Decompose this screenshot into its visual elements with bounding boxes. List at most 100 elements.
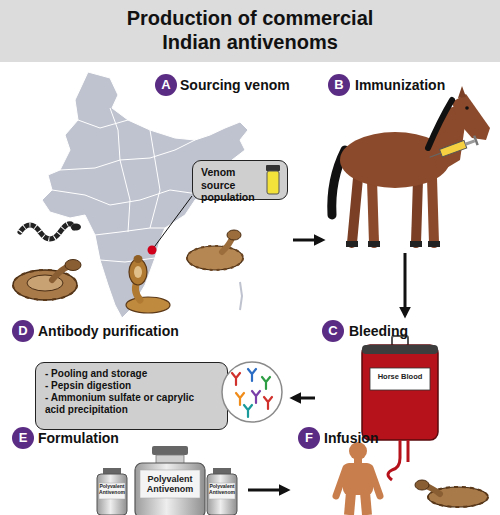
venom-vial (266, 165, 280, 194)
syringe-part-part (465, 139, 475, 145)
krait-snake (20, 224, 81, 240)
krait-snake-part (20, 224, 74, 239)
antibody-circle-part (244, 405, 252, 417)
krait-snake-part (20, 224, 74, 239)
horse-part (346, 241, 358, 247)
antibody-circle-part (222, 362, 282, 422)
step-panel: BImmunization (325, 72, 495, 250)
box-text: Venom source population (201, 166, 263, 204)
pit-viper-snake-part (187, 246, 243, 270)
flow-arrow (293, 397, 315, 400)
pit-viper-snake (187, 230, 243, 270)
horse-part (368, 241, 380, 247)
viper-snake-part (13, 270, 77, 300)
horse-part (465, 106, 469, 110)
step-letter: C (322, 320, 344, 342)
india-map-part (240, 282, 242, 310)
step-title: Bleeding (349, 320, 408, 342)
product-label: Polyvalent Antivenom (97, 484, 127, 496)
vial-bottles-part (152, 446, 188, 455)
viper-snake-part (65, 260, 81, 271)
human-figure-part (365, 492, 367, 515)
vial-bottles-part (207, 474, 237, 515)
horse-part (372, 180, 374, 243)
horse-part (410, 241, 422, 247)
step-title: Infusion (324, 427, 378, 449)
step-letter: A (155, 74, 177, 96)
pit-viper-snake-part (187, 246, 243, 270)
horse-part (428, 241, 440, 247)
antibody-circle-part (232, 373, 240, 385)
india-map-part (60, 140, 195, 170)
box-text: - Pepsin digestion (45, 380, 203, 392)
diagram-title: Production of commercial Indian antiveno… (110, 6, 390, 54)
vial-bottles-part (103, 468, 121, 474)
step-letter: B (328, 74, 350, 96)
antibody-circle (222, 362, 282, 422)
source-marker-part (152, 196, 192, 250)
india-map-part (100, 258, 155, 262)
source-marker-part (148, 246, 157, 255)
india-map-part (110, 108, 130, 232)
vial-bottles (97, 446, 237, 515)
antibody-circle-part (252, 391, 260, 403)
step-panel: FInfusion (290, 425, 495, 513)
human-figure (336, 442, 380, 515)
syringe (428, 135, 479, 162)
cobra-snake (126, 255, 170, 313)
product-label: Horse Blood (366, 373, 434, 382)
horse-part (416, 180, 418, 243)
syringe-part (428, 135, 479, 162)
product-label: Polyvalent Antivenom (138, 474, 202, 495)
human-figure-part (370, 468, 380, 496)
horse-part (432, 178, 434, 243)
step-title: Sourcing venom (180, 74, 290, 96)
box-text: - Ammonium sulfate or caprylic acid prec… (45, 392, 203, 416)
blood-bag-part (362, 345, 438, 440)
antibody-circle-part (264, 397, 272, 409)
step-panel: CBleeding (318, 318, 490, 483)
info-box: Venom source population (192, 160, 288, 200)
krait-snake-part (71, 224, 81, 231)
blood-bag-part (407, 440, 410, 462)
human-figure-part (349, 492, 351, 515)
blood-bag-part (362, 345, 438, 354)
pit-viper-snake-part (227, 230, 241, 240)
viper-snake (13, 260, 81, 301)
step-letter: D (12, 320, 34, 342)
step-title: Formulation (38, 427, 119, 449)
human-figure-part (336, 468, 346, 496)
india-map-part (78, 120, 128, 128)
antibody-circle-part (236, 393, 244, 405)
india-map-part (150, 130, 160, 228)
cobra-snake-part (126, 297, 170, 313)
blood-bag (362, 336, 438, 480)
flow-arrow (404, 253, 407, 315)
box-text: - Pooling and storage (45, 368, 203, 380)
vial-bottles-part (213, 468, 231, 474)
blood-bag-part (388, 440, 400, 480)
horse-part (352, 178, 358, 243)
antibody-circle-part (248, 369, 256, 381)
cobra-snake-part (134, 255, 143, 263)
step-panel: EFormulation (10, 425, 245, 513)
step-title: Antibody purification (38, 320, 179, 342)
india-map-part (95, 228, 165, 235)
step-panel: DAntibody purification - Pooling and stor… (10, 318, 290, 433)
vial-bottles-part (97, 474, 127, 515)
step-panel: ASourcing venomVenom source population (10, 70, 290, 320)
horse-part (452, 94, 490, 140)
horse-part (428, 100, 452, 148)
pit-viper-snake-part (222, 238, 232, 252)
step-title: Immunization (355, 74, 445, 96)
biting-snake-part (415, 480, 429, 490)
horse (332, 86, 490, 247)
syringe-part-part (440, 140, 467, 156)
flow-arrow (293, 239, 322, 242)
cobra-snake-part (134, 266, 142, 278)
product-label: Polyvalent Antivenom (207, 484, 237, 496)
step-letter: E (12, 427, 34, 449)
